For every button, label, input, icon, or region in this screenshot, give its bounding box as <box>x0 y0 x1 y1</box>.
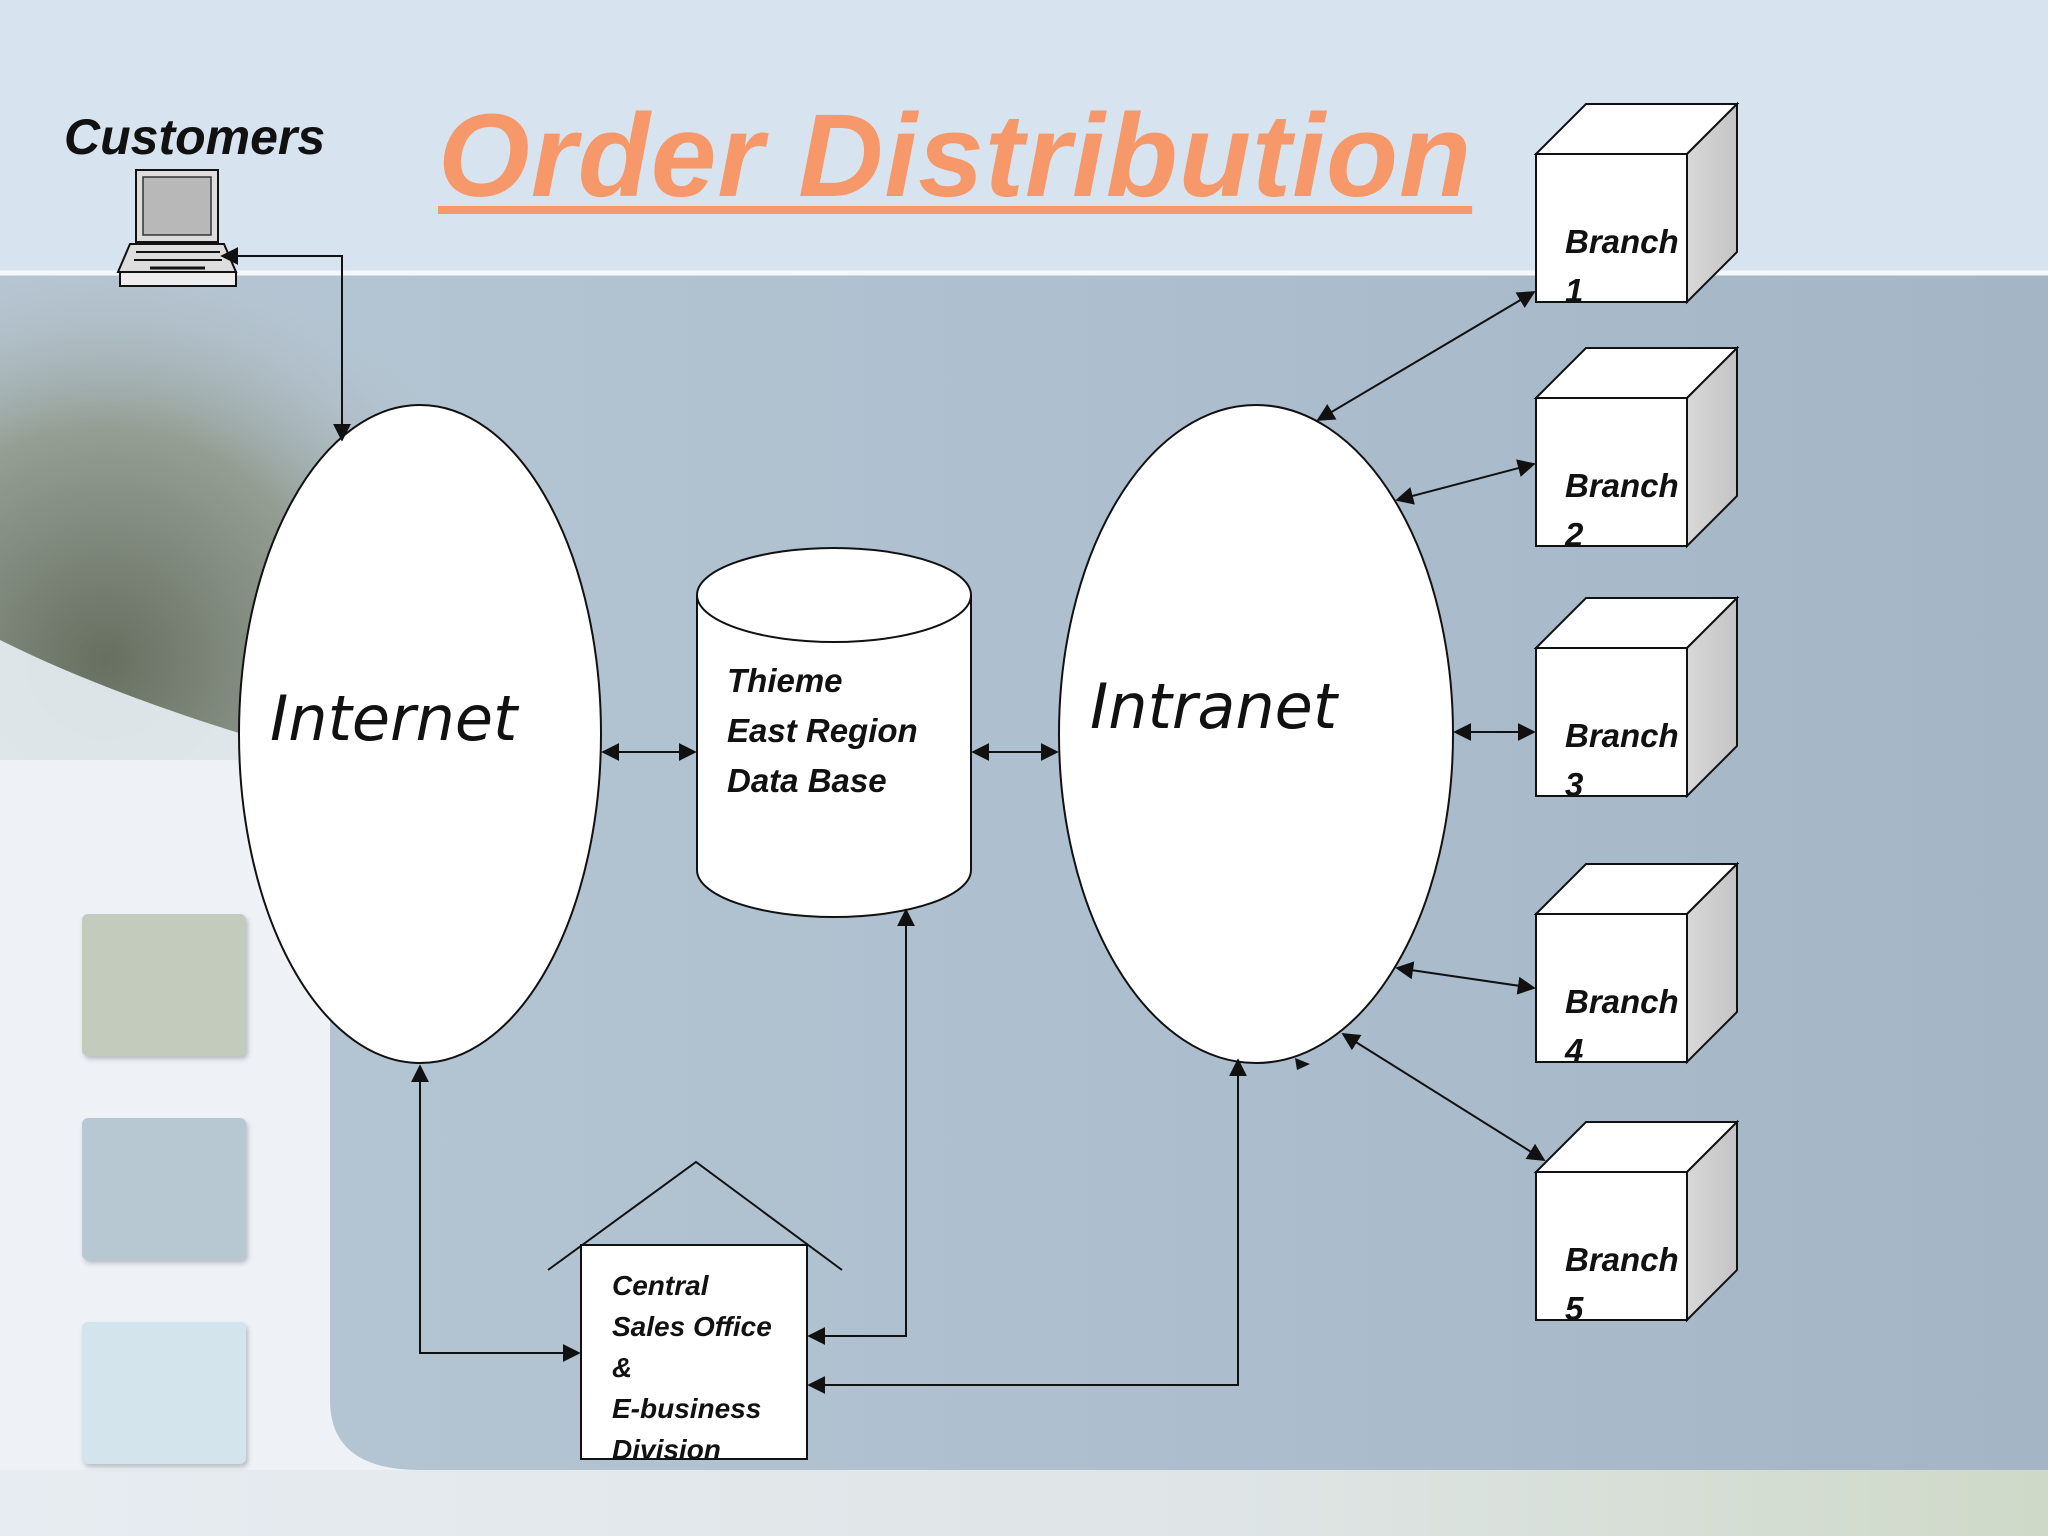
branch-word: Branch <box>1565 717 1679 754</box>
office-line: Sales Office <box>612 1311 772 1342</box>
branch-1-label: Branch 1 <box>1565 217 1679 315</box>
branch-word: Branch <box>1565 1241 1679 1278</box>
intranet-label: Intranet <box>1090 670 1338 743</box>
branch-word: Branch <box>1565 983 1679 1020</box>
branch-3-box <box>1533 595 1740 799</box>
office-line: & <box>612 1352 633 1383</box>
arrow-intranet-branch-4 <box>1395 961 1536 995</box>
database-line: Data Base <box>727 762 887 799</box>
intranet-node <box>1058 404 1454 1064</box>
decor-square-3 <box>82 1322 246 1464</box>
branch-number: 1 <box>1565 272 1584 309</box>
office-label: Central Sales Office & E-business Divisi… <box>612 1265 772 1470</box>
connectors <box>220 247 1546 1394</box>
branch-number: 3 <box>1565 766 1584 803</box>
branch-word: Branch <box>1565 223 1679 260</box>
arrow-internet-office <box>411 1064 581 1362</box>
customers-label: Customers <box>64 109 326 165</box>
branch-5-label: Branch 5 <box>1565 1235 1679 1333</box>
laptop-icon <box>116 169 238 287</box>
branch-4-box <box>1533 861 1740 1065</box>
branch-5-box <box>1533 1119 1740 1323</box>
database-line: East Region <box>727 712 918 749</box>
office-line: Division <box>612 1434 721 1465</box>
database-line: Thieme <box>727 662 843 699</box>
internet-node <box>238 404 602 1064</box>
branch-number: 2 <box>1565 516 1584 553</box>
arrow-intranet-branch-1 <box>1316 291 1536 421</box>
database-node <box>696 547 972 918</box>
branch-number: 5 <box>1565 1290 1584 1327</box>
branch-word: Branch <box>1565 467 1679 504</box>
decor-square-2 <box>82 1118 246 1260</box>
slide-title: Order Distribution <box>438 90 1473 222</box>
decor-square-1 <box>82 914 246 1056</box>
arrow-intranet-branch-5 <box>1341 1033 1546 1161</box>
arrow-intranet-branch-2 <box>1395 459 1536 505</box>
branch-4-label: Branch 4 <box>1565 977 1679 1075</box>
internet-label: Internet <box>270 682 518 755</box>
branch-2-label: Branch 2 <box>1565 461 1679 559</box>
office-line: E-business <box>612 1393 762 1424</box>
arrowhead-extra <box>1295 1058 1310 1070</box>
branch-number: 4 <box>1565 1032 1584 1069</box>
office-line: Central <box>612 1270 709 1301</box>
arrow-customers-internet <box>220 247 351 442</box>
office-node <box>547 1160 843 1460</box>
branch-2-box <box>1533 345 1740 549</box>
database-label: Thieme East Region Data Base <box>727 656 918 806</box>
branch-3-label: Branch 3 <box>1565 711 1679 809</box>
arrow-intranet-office <box>807 1058 1247 1394</box>
branch-1-box <box>1533 101 1740 305</box>
bottom-band <box>0 1470 2048 1536</box>
